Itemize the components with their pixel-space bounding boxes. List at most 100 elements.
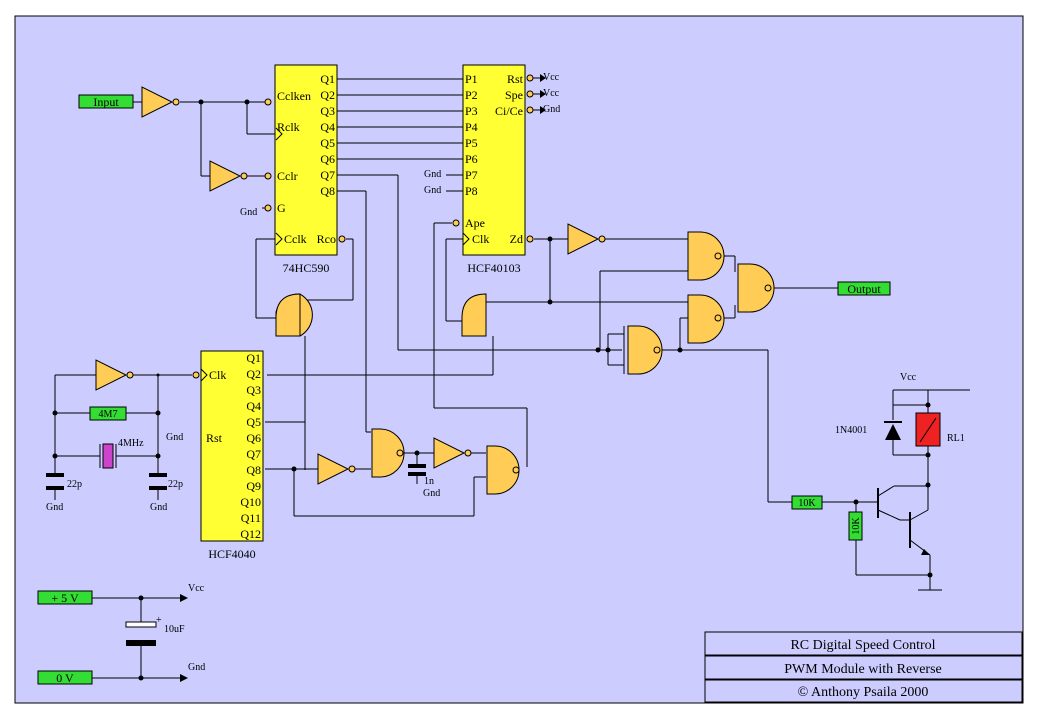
svg-text:Vcc: Vcc [543, 88, 560, 99]
chip-hcf4040[interactable]: Clk Rst Q1 Q2 Q3 Q4 Q5 Q6 Q7 Q8 Q9 Q10 Q… [192, 350, 264, 561]
net-labels: Vcc Vcc Gnd Gnd Gnd Gnd Gnd Gnd Gnd Gnd … [46, 72, 917, 673]
pin-rst-4040: Rst [206, 431, 223, 445]
pin-q6: Q6 [320, 152, 335, 166]
pin-4040-q6: Q6 [246, 431, 261, 445]
pin-cclken: Cclken [277, 89, 311, 103]
pin-4040-q8: Q8 [246, 463, 261, 477]
inverter-zd[interactable] [567, 223, 606, 255]
svg-text:Input: Input [93, 95, 119, 109]
title-line-3: © Anthony Psaila 2000 [798, 685, 929, 700]
svg-text:4M7: 4M7 [99, 409, 118, 420]
pin-4040-q11: Q11 [241, 511, 261, 525]
svg-text:+ 5 V: + 5 V [51, 591, 79, 605]
pin-p8: P8 [465, 184, 478, 198]
relay-label: RL1 [947, 433, 965, 444]
inverter-input[interactable] [141, 86, 180, 118]
label-input[interactable]: Input [78, 94, 134, 109]
pin-p5: P5 [465, 136, 478, 150]
label-4m7[interactable]: 4M7 [89, 406, 127, 421]
pin-q1: Q1 [320, 72, 335, 86]
cap-10uf-label: 10uF [164, 624, 185, 635]
chip-name-hcf40103: HCF40103 [467, 261, 520, 275]
cap-1n-label: 1n [424, 476, 434, 487]
nand-delay[interactable] [486, 445, 520, 495]
pin-clk-40103: Clk [472, 232, 489, 246]
svg-text:10K: 10K [798, 498, 816, 509]
title-line-2: PWM Module with Reverse [784, 662, 941, 677]
pin-cice: Ci/Ce [495, 104, 523, 118]
crystal-4mhz[interactable]: 4MHz [99, 438, 144, 469]
pin-q4: Q4 [320, 120, 335, 134]
nand-ape[interactable] [461, 293, 487, 337]
nand-3input[interactable] [623, 325, 663, 375]
nand-q8[interactable] [371, 428, 405, 478]
svg-text:Vcc: Vcc [543, 72, 560, 83]
wires [54, 77, 970, 679]
label-output[interactable]: Output [837, 281, 891, 296]
nand-output[interactable] [737, 263, 775, 313]
inverter-cclr[interactable] [209, 160, 248, 192]
svg-text:Gnd: Gnd [543, 104, 560, 115]
pin-4040-q9: Q9 [246, 479, 261, 493]
svg-text:Gnd: Gnd [46, 502, 63, 513]
pin-4040-q7: Q7 [246, 447, 261, 461]
junction-dots [52, 99, 933, 681]
pin-q7: Q7 [320, 168, 335, 182]
pin-4040-q10: Q10 [240, 495, 261, 509]
capacitor-1n[interactable]: 1n [408, 464, 434, 487]
svg-text:Gnd: Gnd [150, 502, 167, 513]
svg-text:Gnd: Gnd [424, 169, 441, 180]
pin-4040-q3: Q3 [246, 383, 261, 397]
pin-p4: P4 [465, 120, 478, 134]
pin-4040-q12: Q12 [240, 527, 261, 541]
pin-rco: Rco [317, 232, 336, 246]
cap-22p-right-label: 22p [168, 479, 183, 490]
transistor-darlington[interactable] [877, 485, 931, 560]
capacitor-22p-left[interactable]: 22p [46, 473, 82, 490]
label-10k-vertical[interactable]: 10K [848, 511, 863, 541]
pin-q5: Q5 [320, 136, 335, 150]
capacitor-10uf[interactable]: + 10uF [125, 615, 185, 646]
pin-rclk: Rclk [277, 120, 300, 134]
svg-text:Gnd: Gnd [240, 207, 257, 218]
pin-q3: Q3 [320, 104, 335, 118]
pin-p2: P2 [465, 88, 478, 102]
chip-name-74hc590: 74HC590 [283, 261, 330, 275]
logic-gates [95, 86, 775, 495]
pin-p3: P3 [465, 104, 478, 118]
label-0v[interactable]: 0 V [37, 670, 93, 685]
nand-rco[interactable] [275, 293, 313, 337]
pin-p6: P6 [465, 152, 478, 166]
crystal-label: 4MHz [118, 438, 144, 449]
svg-text:0 V: 0 V [56, 671, 74, 685]
nand-upper-2[interactable] [687, 294, 725, 344]
label-10k-horizontal[interactable]: 10K [791, 495, 823, 510]
cap-plus-label: + [156, 615, 162, 626]
diode-label: 1N4001 [835, 425, 867, 436]
svg-text:Gnd: Gnd [424, 185, 441, 196]
capacitor-22p-right[interactable]: 22p [149, 473, 183, 490]
svg-text:10K: 10K [851, 517, 862, 535]
pin-4040-q1: Q1 [246, 351, 261, 365]
nand-upper-1[interactable] [687, 231, 725, 281]
pin-rst: Rst [507, 72, 524, 86]
label-plus5v[interactable]: + 5 V [37, 590, 93, 605]
svg-text:Gnd: Gnd [166, 432, 183, 443]
chip-hcf40103[interactable]: P1 P2 P3 P4 P5 P6 P7 P8 Rst Spe Ci/Ce Ap… [452, 64, 534, 275]
svg-text:Vcc: Vcc [900, 372, 917, 383]
inverter-delay[interactable] [433, 437, 472, 469]
svg-text:Output: Output [847, 282, 881, 296]
svg-text:Gnd: Gnd [188, 662, 205, 673]
pin-zd: Zd [510, 232, 523, 246]
diode-1n4001[interactable]: 1N4001 [835, 421, 902, 440]
inverter-q8[interactable] [317, 453, 356, 485]
pin-cclk: Cclk [284, 232, 307, 246]
relay-rl1[interactable]: RL1 [915, 412, 965, 447]
chip-74hc590[interactable]: Cclken Rclk Cclr G Cclk Q1 Q2 Q3 Q4 Q5 Q… [264, 64, 346, 275]
title-block: RC Digital Speed Control PWM Module with… [704, 631, 1023, 703]
inverter-oscillator[interactable] [95, 359, 134, 391]
pin-4040-q5: Q5 [246, 415, 261, 429]
pin-p1: P1 [465, 72, 478, 86]
